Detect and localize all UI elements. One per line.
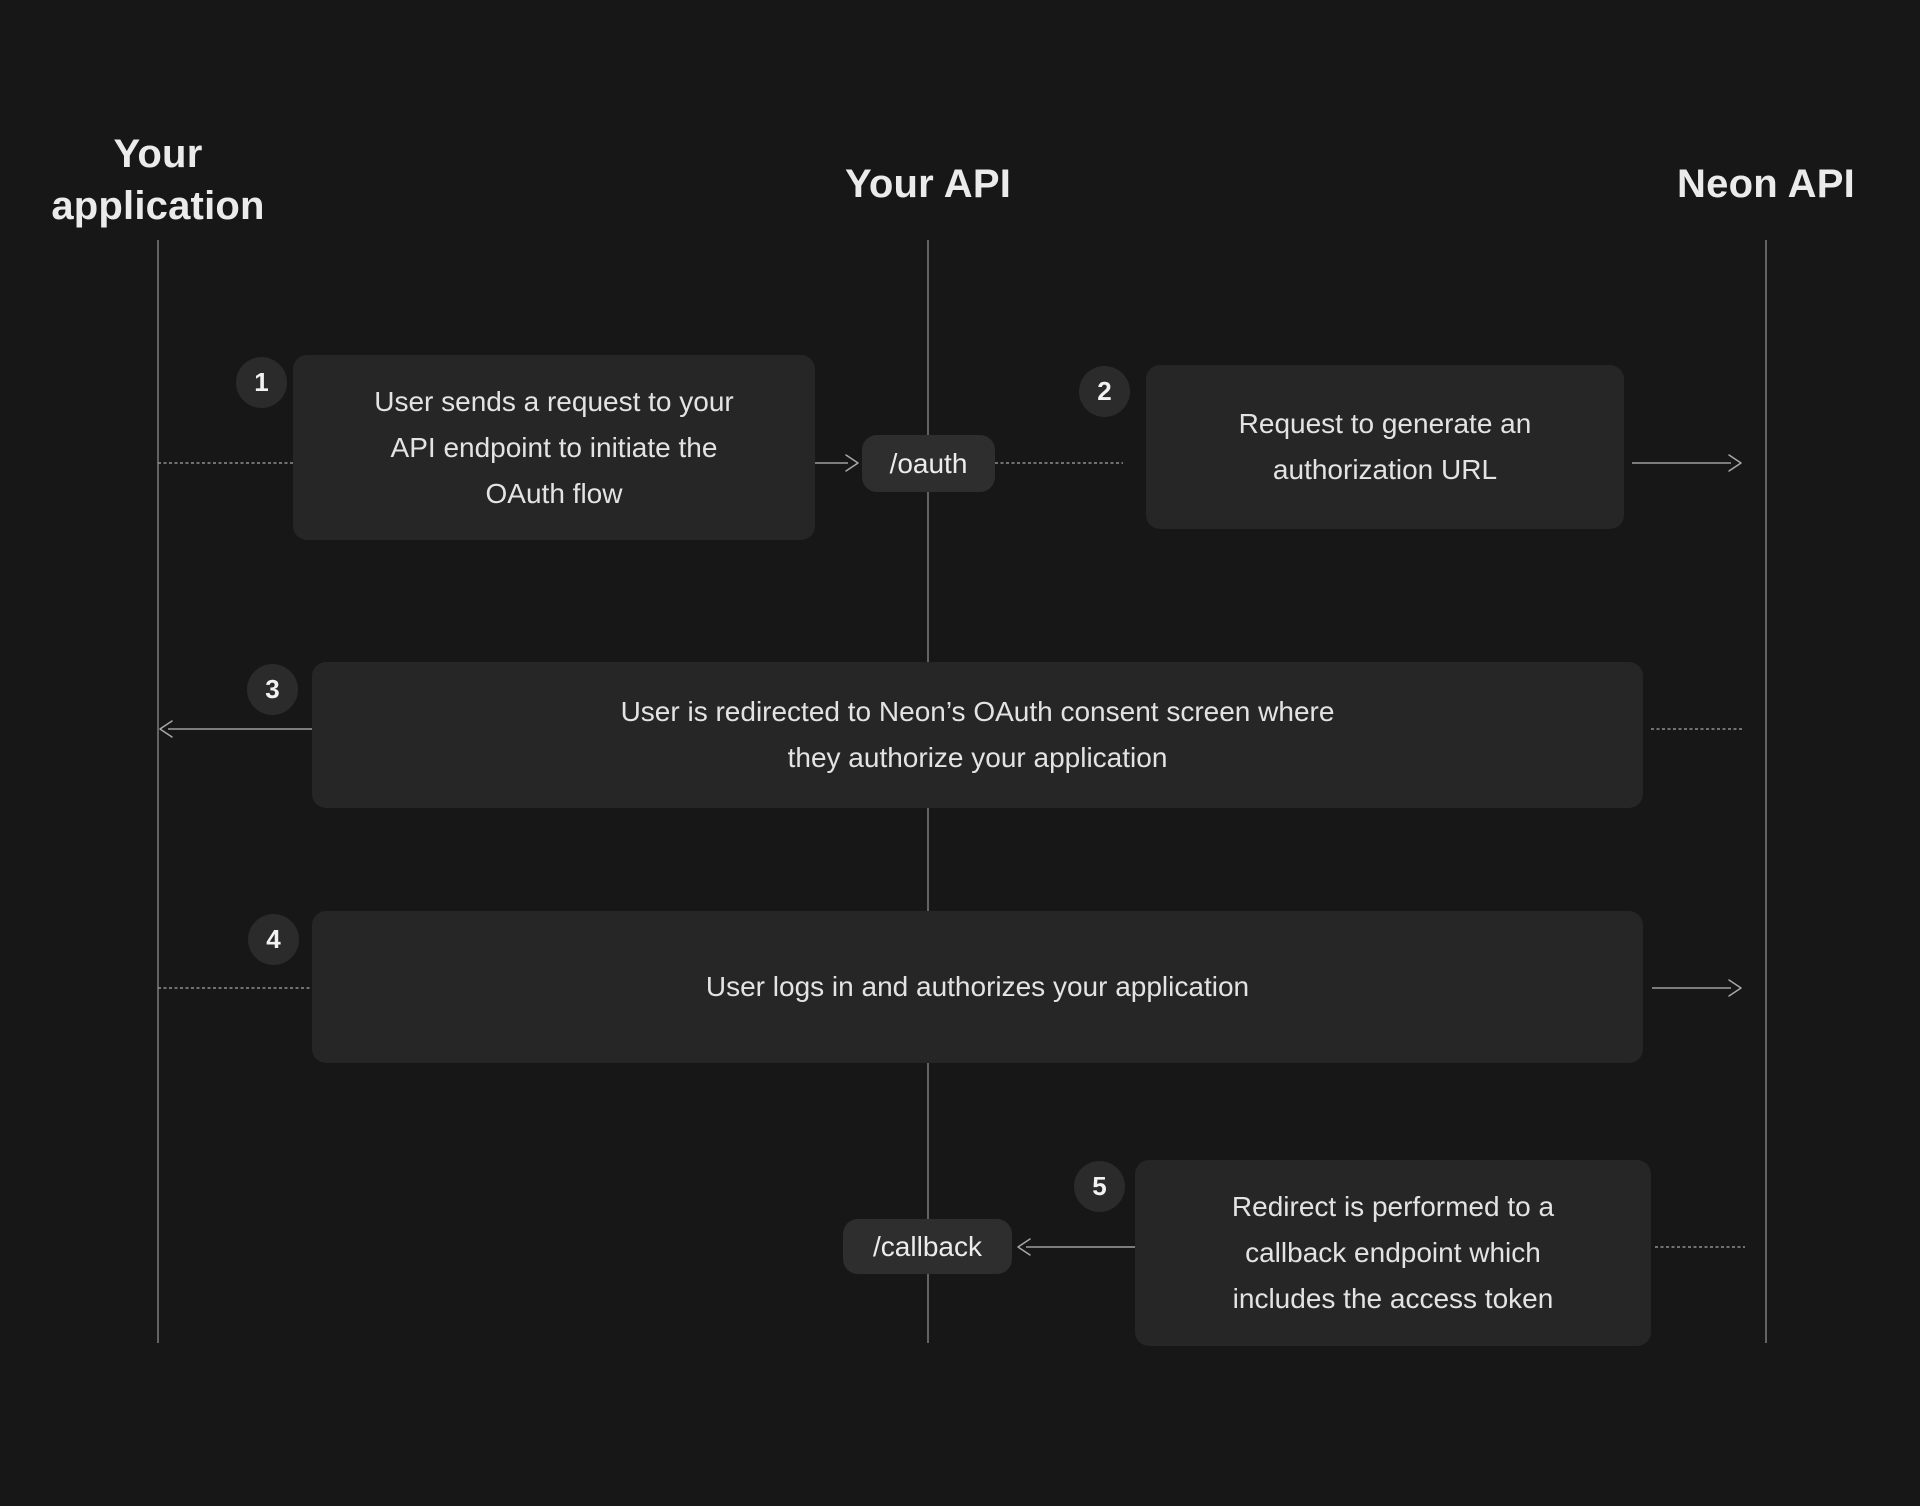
step-5-text: Redirect is performed to a callback endp… [1231, 1191, 1555, 1314]
step-1-badge: 1 [236, 357, 287, 408]
step-1-text: User sends a request to your API endpoin… [374, 385, 734, 509]
arrowhead-left-callback-icon [1017, 1238, 1031, 1256]
step-4-text: User logs in and authorizes your applica… [705, 971, 1250, 1002]
endpoint-oauth-pill: /oauth [862, 435, 995, 492]
step-2-text: Request to generate an authorization URL [1238, 408, 1532, 485]
actor-your-application: Your application [51, 132, 265, 228]
arrowhead-right-neon2-icon [1728, 979, 1742, 997]
step-5-badge: 5 [1074, 1161, 1125, 1212]
step-3-badge: 3 [247, 664, 298, 715]
actor-neon-api: Neon API [1677, 162, 1855, 206]
step-3-text: User is redirected to Neon’s OAuth conse… [620, 696, 1335, 773]
endpoint-callback-pill: /callback [843, 1219, 1012, 1274]
step-4-badge: 4 [248, 914, 299, 965]
actor-your-api: Your API [844, 162, 1012, 206]
arrowhead-right-neon-icon [1728, 454, 1742, 472]
step-4-box: User logs in and authorizes your applica… [312, 911, 1643, 1063]
step-5-box: Redirect is performed to a callback endp… [1135, 1160, 1651, 1346]
step-2-badge: 2 [1079, 366, 1130, 417]
step-2-box: Request to generate an authorization URL [1146, 365, 1624, 529]
step-1-box: User sends a request to your API endpoin… [293, 355, 815, 540]
arrowhead-left-app-icon [159, 720, 173, 738]
step-3-box: User is redirected to Neon’s OAuth conse… [312, 662, 1643, 808]
arrowhead-right-oauth-icon [845, 454, 859, 472]
